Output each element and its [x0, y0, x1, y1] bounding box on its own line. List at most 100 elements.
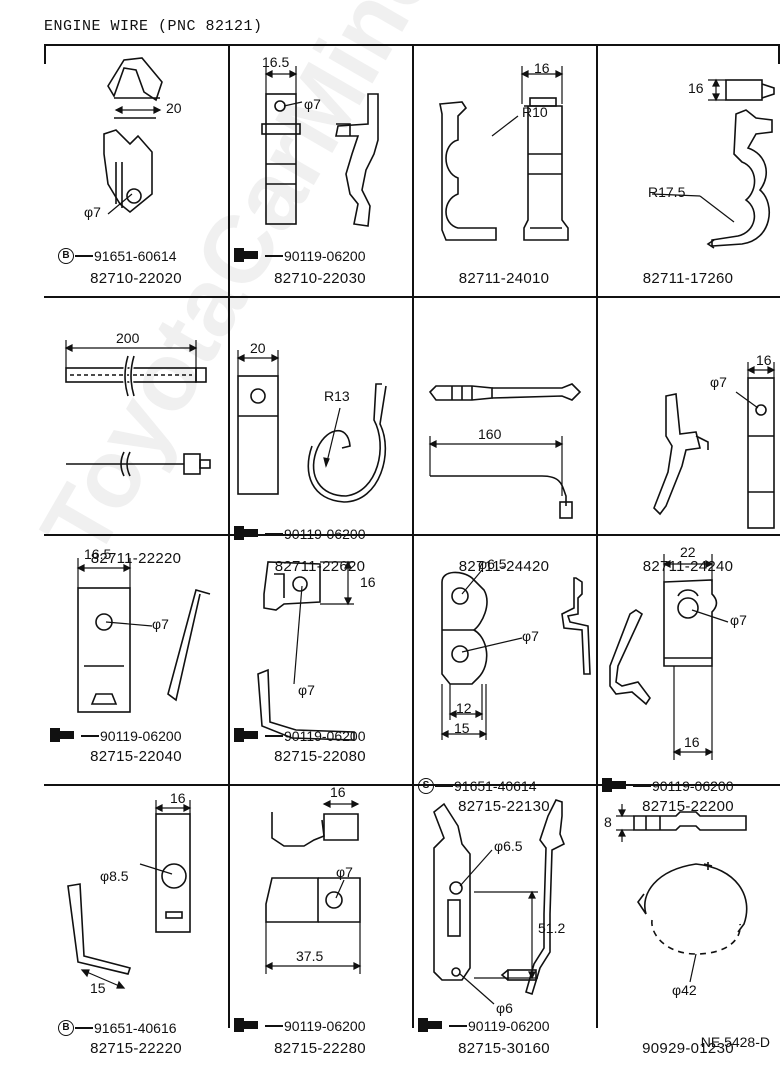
dim-label: φ7: [152, 616, 169, 632]
part-cell-7: 160 82711-24420: [412, 296, 596, 575]
dim-label: 12: [456, 700, 472, 716]
fastener-callout: 90119-06200: [264, 248, 365, 264]
dim-label: 20: [250, 340, 266, 356]
part-cell-10: 16 φ7 90119-06200 82715-22080: [228, 534, 412, 780]
dim-label: φ7: [730, 612, 747, 628]
fastener-number: 91651-40614: [454, 778, 537, 794]
dim-label: φ42: [672, 982, 697, 998]
fastener-callout: 90119-06200: [264, 728, 365, 744]
dim-label: 15: [454, 720, 470, 736]
part-cell-4: 16 R17.5 82711-17260: [596, 44, 780, 290]
dim-label: 16.5: [262, 54, 290, 70]
dim-label: φ7: [84, 204, 101, 220]
dim-label: φ7: [336, 864, 353, 880]
grid-vline-3: [596, 44, 598, 1028]
part-number: 82715-22080: [274, 748, 366, 765]
part-number: 82715-22220: [90, 1040, 182, 1057]
dim-label: φ6.5: [478, 556, 507, 572]
dim-label: 200: [116, 330, 140, 346]
clip-drawing-6: [234, 350, 387, 540]
dim-label: φ6.5: [494, 838, 523, 854]
dim-label: 20: [166, 100, 182, 116]
dim-label: R13: [324, 388, 350, 404]
clip-drawing-5: [64, 340, 211, 477]
part-cell-3: R10 16 82711-24010: [412, 44, 596, 290]
clip-drawing-1: [103, 57, 163, 215]
grid-vline-1: [228, 44, 230, 1028]
grid-hline-2: [44, 534, 780, 536]
dim-label: 8: [604, 814, 612, 830]
dim-label: 16: [170, 790, 186, 806]
dim-label: φ7: [304, 96, 321, 112]
fastener-number: 90119-06200: [284, 526, 366, 542]
part-number: 82711-24010: [458, 270, 550, 287]
dim-label: φ7: [298, 682, 315, 698]
fastener-number: 90119-06200: [468, 1018, 550, 1034]
fastener-callout: 90119-06200: [264, 526, 365, 542]
dim-label: 16: [360, 574, 376, 590]
fastener-number: 90119-06200: [100, 728, 182, 744]
fastener-number: 90119-06200: [284, 248, 366, 264]
part-cell-5: 200 82711-22220: [44, 296, 228, 567]
part-number: 82710-22030: [274, 270, 366, 287]
part-cell-2: 16.5 φ7 90119-06200 82710-22030: [228, 44, 412, 290]
part-cell-12: 22 φ7 16 90119-06200 82715-22200: [596, 534, 780, 815]
clip-drawing-8: [653, 362, 776, 529]
clip-drawing-14: [234, 800, 362, 1032]
dim-label: 37.5: [296, 948, 324, 964]
part-number: 82715-30160: [458, 1040, 550, 1057]
grid-vline-2: [412, 44, 414, 1028]
dim-label: 22: [680, 544, 696, 560]
fastener-mark: B: [58, 1020, 74, 1036]
dim-label: φ7: [710, 374, 727, 390]
part-number: 90929-01230: [642, 1040, 734, 1057]
clip-drawing-15: [418, 799, 566, 1032]
part-number: 82711-17260: [642, 270, 734, 287]
dim-label: R17.5: [648, 184, 686, 200]
clip-drawing-16: [616, 804, 748, 983]
part-cell-14: 16 φ7 37.5 90119-06200 82715-22280: [228, 784, 412, 1057]
clip-drawing-4: [651, 78, 775, 249]
dim-label: 16: [756, 352, 772, 368]
fastener-callout: 90119-06200: [264, 1018, 365, 1034]
fastener-callout: 90119-06200: [80, 728, 181, 744]
dim-label: 51.2: [538, 920, 566, 936]
part-number: 82711-24240: [642, 558, 734, 575]
clip-drawing-13: [67, 800, 192, 989]
fastener-number: 90119-06200: [284, 1018, 366, 1034]
fastener-mark: S: [418, 778, 434, 794]
fastener-callout: 90119-06200: [448, 1018, 549, 1034]
part-number: 82715-22280: [274, 1040, 366, 1057]
fastener-mark: B: [58, 248, 74, 264]
drawing-code: NE 5428-D: [700, 1034, 770, 1050]
part-number: 82715-22040: [90, 748, 182, 765]
fastener-number: 90119-06200: [652, 778, 734, 794]
clip-drawing-11: [440, 569, 591, 740]
dim-label: 16: [688, 80, 704, 96]
clip-drawing-10: [234, 560, 355, 742]
part-cell-9: 16.5 φ7 90119-06200 82715-22040: [44, 534, 228, 780]
dim-label: φ6: [496, 1000, 513, 1016]
part-cell-16: 8 φ42 90929-01230: [596, 784, 780, 1057]
part-cell-8: φ7 16 82711-24240: [596, 296, 780, 575]
grid-hline-1: [44, 296, 780, 298]
dim-label: φ8.5: [100, 868, 129, 884]
part-number: 82711-22220: [90, 550, 182, 567]
dim-label: 16: [330, 784, 346, 800]
fastener-callout: 90119-06200: [632, 778, 733, 794]
part-number: 82715-22200: [642, 798, 734, 815]
clip-drawing-7: [428, 383, 582, 519]
clip-drawing-12: [602, 554, 729, 792]
part-number: 82710-22020: [90, 270, 182, 287]
dim-label: R10: [522, 104, 548, 120]
clip-drawing-3: [439, 66, 569, 241]
fastener-number: 91651-40616: [94, 1020, 177, 1036]
part-cell-15: φ6.5 51.2 φ6 90119-06200 82715-30160: [412, 784, 596, 1057]
dim-label: φ7: [522, 628, 539, 644]
part-cell-11: φ6.5 φ7 12 15 S 91651-40614 82715-22130: [412, 534, 596, 815]
diagram-title: ENGINE WIRE (PNC 82121): [44, 18, 263, 35]
dim-label: 160: [478, 426, 502, 442]
part-number: 82715-22130: [458, 798, 550, 815]
clip-drawing-9: [50, 558, 211, 742]
